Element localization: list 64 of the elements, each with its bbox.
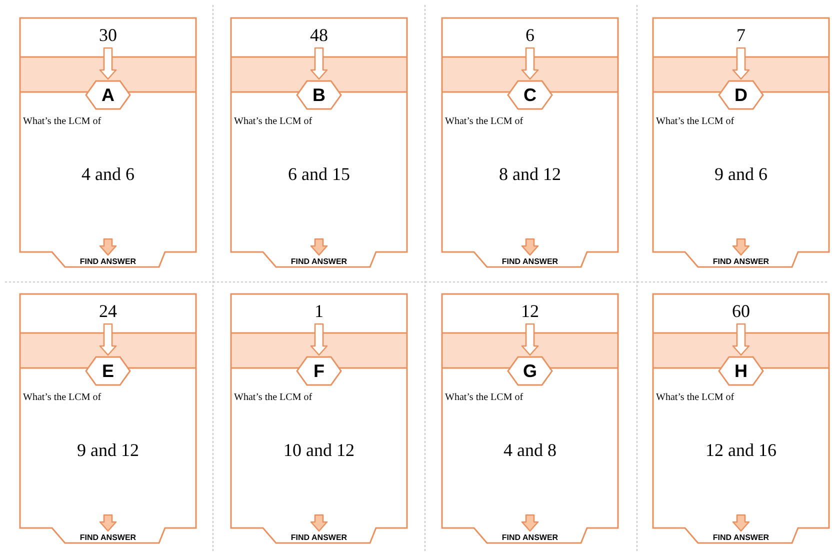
card [19, 17, 197, 270]
card [441, 293, 619, 546]
block-arrow [521, 323, 539, 356]
card [19, 293, 197, 546]
letter-hexagon: G [507, 356, 553, 386]
letter-hexagon: B [296, 80, 342, 110]
block-arrow [732, 323, 750, 356]
block-arrow [99, 47, 117, 80]
find-answer-label: FIND ANSWER [490, 256, 570, 268]
number-pair: 10 and 12 [284, 441, 354, 459]
find-answer-label: FIND ANSWER [68, 532, 148, 544]
block-arrow [310, 238, 328, 256]
letter-hexagon: D [718, 80, 764, 110]
answer-number: 7 [711, 22, 771, 48]
block-arrow [310, 323, 328, 356]
question-text: What’s the LCM of [23, 393, 102, 403]
number-pair: 9 and 12 [77, 441, 139, 459]
block-arrow [99, 514, 117, 532]
letter-hexagon: C [507, 80, 553, 110]
question-text: What’s the LCM of [445, 117, 524, 127]
question-text: What’s the LCM of [234, 117, 312, 127]
number-pair: 6 and 15 [288, 165, 350, 183]
block-arrow [521, 238, 539, 256]
block-arrow [732, 47, 750, 80]
question-text: What’s the LCM of [23, 117, 102, 127]
block-arrow [99, 323, 117, 356]
number-pair: 8 and 12 [499, 165, 561, 183]
block-arrow [732, 238, 750, 256]
answer-number: 1 [289, 298, 349, 324]
find-answer-label: FIND ANSWER [279, 256, 359, 268]
answer-number: 30 [78, 22, 138, 48]
answer-number: 48 [289, 22, 349, 48]
number-pair: 4 and 6 [82, 165, 134, 183]
find-answer-label: FIND ANSWER [490, 532, 570, 544]
block-arrow [310, 47, 328, 80]
block-arrow [521, 514, 539, 532]
number-pair: 4 and 8 [504, 441, 556, 459]
find-answer-label: FIND ANSWER [701, 532, 781, 544]
block-arrow [732, 514, 750, 532]
letter-hexagon: H [718, 356, 764, 386]
question-text: What’s the LCM of [656, 393, 734, 403]
card [652, 293, 830, 546]
question-text: What’s the LCM of [656, 117, 734, 127]
card [230, 293, 408, 546]
answer-number: 60 [711, 298, 771, 324]
answer-number: 24 [78, 298, 138, 324]
find-answer-label: FIND ANSWER [701, 256, 781, 268]
block-arrow [521, 47, 539, 80]
letter-hexagon: A [85, 80, 131, 110]
find-answer-label: FIND ANSWER [68, 256, 148, 268]
letter-hexagon: F [296, 356, 342, 386]
find-answer-label: FIND ANSWER [279, 532, 359, 544]
block-arrow [99, 238, 117, 256]
number-pair: 9 and 6 [714, 165, 768, 183]
question-text: What’s the LCM of [445, 393, 524, 403]
number-pair: 12 and 16 [706, 441, 776, 459]
question-text: What’s the LCM of [234, 393, 312, 403]
card [652, 17, 830, 270]
card [441, 17, 619, 270]
letter-hexagon: E [85, 356, 131, 386]
card [230, 17, 408, 270]
answer-number: 6 [500, 22, 560, 48]
answer-number: 12 [500, 298, 560, 324]
block-arrow [310, 514, 328, 532]
